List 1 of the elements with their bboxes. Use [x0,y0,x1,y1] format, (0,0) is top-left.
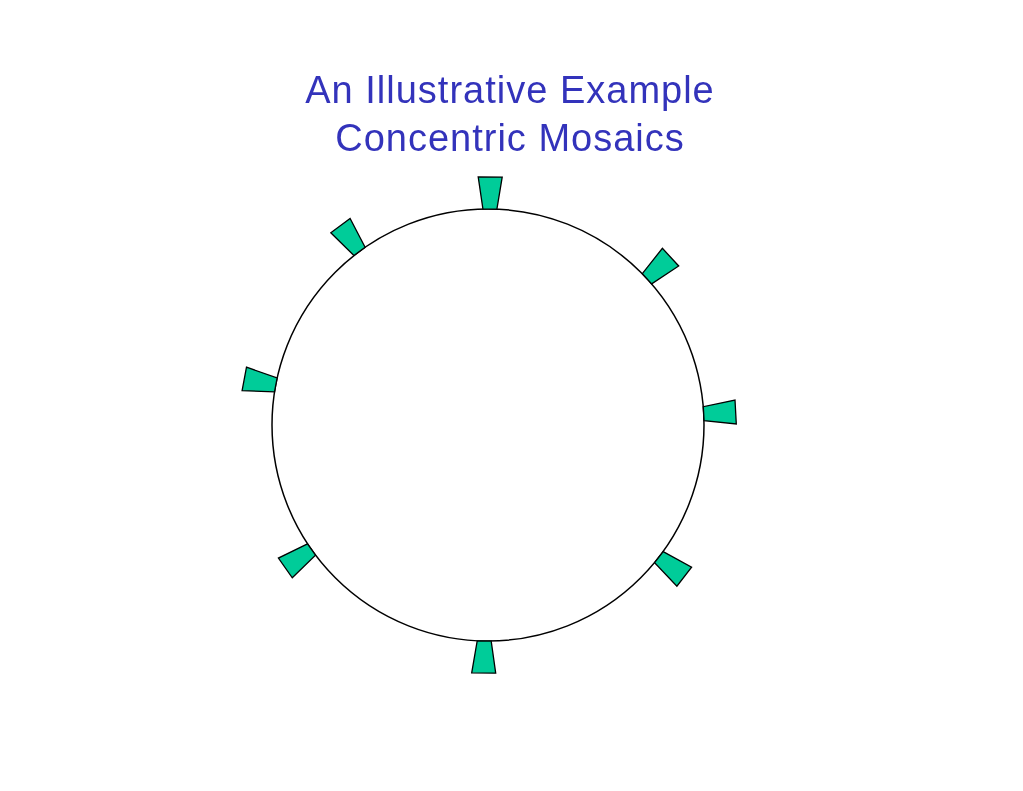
title: An Illustrative Example Concentric Mosaics [304,68,716,161]
